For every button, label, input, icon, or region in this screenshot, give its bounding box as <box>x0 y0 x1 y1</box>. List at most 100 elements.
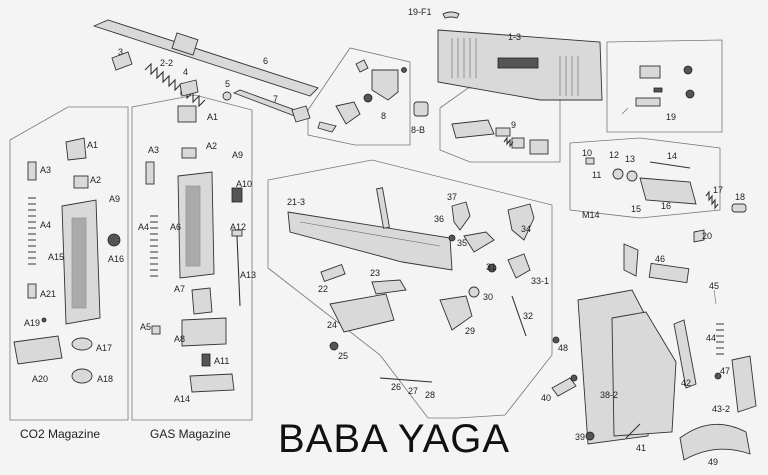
label-a20: A20 <box>32 374 48 384</box>
label-22: 22 <box>318 284 328 294</box>
label-40: 40 <box>541 393 551 403</box>
label-a3-gas: A3 <box>148 145 159 155</box>
label-43-2: 43-2 <box>712 404 730 414</box>
label-21-3: 21-3 <box>287 197 305 207</box>
label-10: 10 <box>582 148 592 158</box>
label-a4-co2: A4 <box>40 220 51 230</box>
blowback-unit-parts <box>451 119 549 155</box>
label-13: 13 <box>625 154 635 164</box>
label-a19: A19 <box>24 318 40 328</box>
label-a4-gas: A4 <box>138 222 149 232</box>
label-7: 7 <box>273 94 278 104</box>
label-a1-co2: A1 <box>87 140 98 150</box>
blowback-unit-panel <box>439 87 561 163</box>
label-20: 20 <box>702 231 712 241</box>
part-19-f1 <box>442 11 460 19</box>
label-a9-co2: A9 <box>109 194 120 204</box>
m14-group-panel <box>569 137 721 219</box>
co2-magazine-panel <box>9 106 129 421</box>
label-19: 19 <box>666 112 676 122</box>
label-4: 4 <box>183 67 188 77</box>
sight-group-panel <box>606 39 723 133</box>
part-labels: 19-F1 1-3 3 2-2 4 5 6 7 8 8-B 9 19 10 11… <box>24 7 745 467</box>
label-a21: A21 <box>40 289 56 299</box>
label-49: 49 <box>708 457 718 467</box>
label-44: 44 <box>706 333 716 343</box>
co2-magazine-parts <box>13 137 121 384</box>
label-a15: A15 <box>48 252 64 262</box>
label-a11: A11 <box>214 356 229 366</box>
hammer-group-panel <box>307 47 411 146</box>
model-title: BABA YAGA <box>278 417 510 461</box>
m14-parts <box>585 157 747 243</box>
label-8-b: 8-B <box>411 125 425 135</box>
label-17: 17 <box>713 185 723 195</box>
label-a17: A17 <box>96 343 112 353</box>
label-a2-co2: A2 <box>90 175 101 185</box>
lower-frame-panel <box>267 159 553 419</box>
label-48: 48 <box>558 343 568 353</box>
gas-magazine-caption: GAS Magazine <box>150 427 231 441</box>
gas-magazine-parts <box>145 105 243 393</box>
label-28: 28 <box>425 390 435 400</box>
label-18: 18 <box>735 192 745 202</box>
co2-magazine-caption: CO2 Magazine <box>20 427 100 441</box>
label-m14: M14 <box>582 210 600 220</box>
label-31: 31 <box>486 262 496 272</box>
label-47: 47 <box>720 366 730 376</box>
label-23: 23 <box>370 268 380 278</box>
label-24: 24 <box>327 320 337 330</box>
label-a18: A18 <box>97 374 113 384</box>
label-12: 12 <box>609 150 619 160</box>
label-5: 5 <box>225 79 230 89</box>
label-3: 3 <box>118 47 123 57</box>
label-a16: A16 <box>108 254 124 264</box>
label-19-f1: 19-F1 <box>408 7 432 17</box>
label-16: 16 <box>661 201 671 211</box>
label-27: 27 <box>408 386 418 396</box>
label-32: 32 <box>523 311 533 321</box>
label-15: 15 <box>631 204 641 214</box>
label-30: 30 <box>483 292 493 302</box>
label-a5: A5 <box>140 322 151 332</box>
label-45: 45 <box>709 281 719 291</box>
label-46: 46 <box>655 254 665 264</box>
label-a2-gas: A2 <box>206 141 217 151</box>
group-outlines <box>9 39 723 421</box>
label-a10: A10 <box>236 179 252 189</box>
label-2-2: 2-2 <box>160 58 173 68</box>
label-a6: A6 <box>170 222 181 232</box>
label-42: 42 <box>681 378 691 388</box>
label-25: 25 <box>338 351 348 361</box>
label-6: 6 <box>263 56 268 66</box>
label-9: 9 <box>511 120 516 130</box>
label-14: 14 <box>667 151 677 161</box>
label-a3-co2: A3 <box>40 165 51 175</box>
grip-frame-parts <box>551 243 757 461</box>
label-34: 34 <box>521 224 531 234</box>
label-35: 35 <box>457 238 467 248</box>
label-38-2: 38-2 <box>600 390 618 400</box>
frame-rail-parts <box>287 187 535 383</box>
label-36: 36 <box>434 214 444 224</box>
slide-part <box>437 29 603 101</box>
label-39: 39 <box>575 432 585 442</box>
label-a1-gas: A1 <box>207 112 218 122</box>
label-26: 26 <box>391 382 401 392</box>
label-41: 41 <box>636 443 646 453</box>
label-a9-gas: A9 <box>232 150 243 160</box>
hammer-group-parts <box>317 59 429 133</box>
label-a12: A12 <box>230 222 246 232</box>
label-8: 8 <box>381 111 386 121</box>
label-29: 29 <box>465 326 475 336</box>
label-33-1: 33-1 <box>531 276 549 286</box>
label-a14: A14 <box>174 394 190 404</box>
barrel-group <box>92 19 319 123</box>
label-11: 11 <box>592 170 601 180</box>
label-a8: A8 <box>174 334 185 344</box>
sights-parts <box>621 65 695 115</box>
label-1-3: 1-3 <box>508 32 521 42</box>
label-a7: A7 <box>174 284 185 294</box>
label-a13: A13 <box>240 270 256 280</box>
